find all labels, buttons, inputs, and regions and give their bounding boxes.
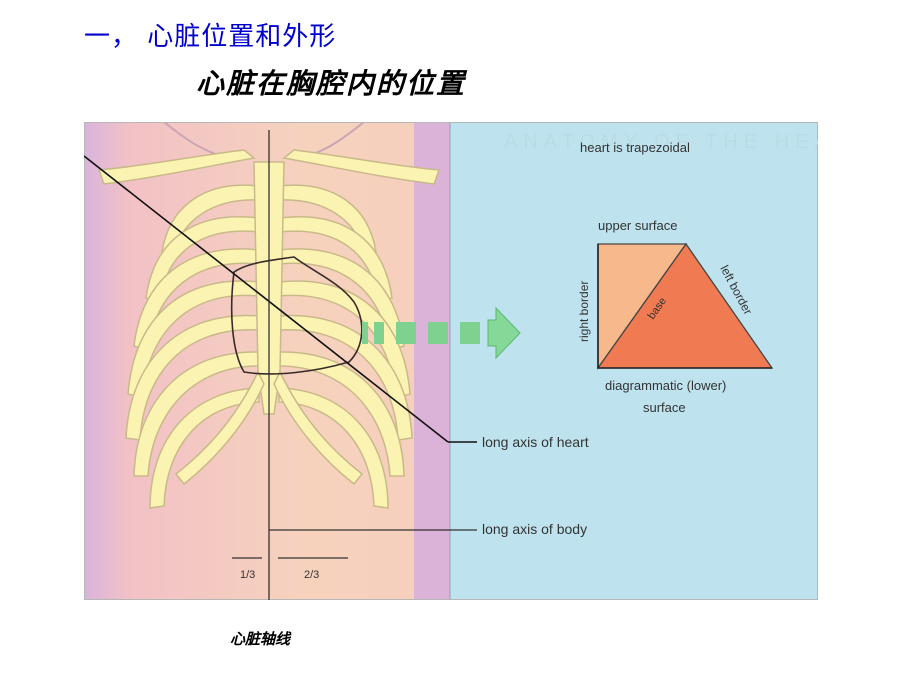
heart-outline — [230, 256, 363, 375]
long-axis-heart-label: long axis of heart — [482, 434, 589, 450]
trapezoid-diagram — [596, 242, 774, 371]
diagrammatic-label-line2: surface — [643, 400, 686, 415]
diagram-title: heart is trapezoidal — [580, 140, 690, 155]
slide-heading: 一， 心脏位置和外形 — [84, 22, 337, 52]
arrow-icon — [362, 306, 521, 360]
diagrammatic-label-line1: diagrammatic (lower) — [605, 378, 726, 393]
slide-subtitle: 心脏在胸腔内的位置 — [196, 67, 467, 100]
figure-caption: 心脏轴线 — [230, 630, 291, 648]
watermark-text: ANATOMY OF THE HEART — [504, 131, 818, 153]
heart-axis-line — [83, 155, 449, 443]
purple-strip — [414, 122, 450, 600]
fraction-two-thirds: 2/3 — [304, 569, 319, 581]
long-axis-body-label: long axis of body — [482, 521, 587, 537]
upper-surface-label: upper surface — [598, 218, 678, 233]
heart-position-figure: ANATOMY OF THE HEART 1/3 — [83, 121, 866, 600]
right-border-label: right border — [577, 281, 591, 342]
fraction-one-third: 1/3 — [240, 569, 255, 581]
anatomy-illustration: ANATOMY OF THE HEART 1/3 — [83, 121, 866, 600]
